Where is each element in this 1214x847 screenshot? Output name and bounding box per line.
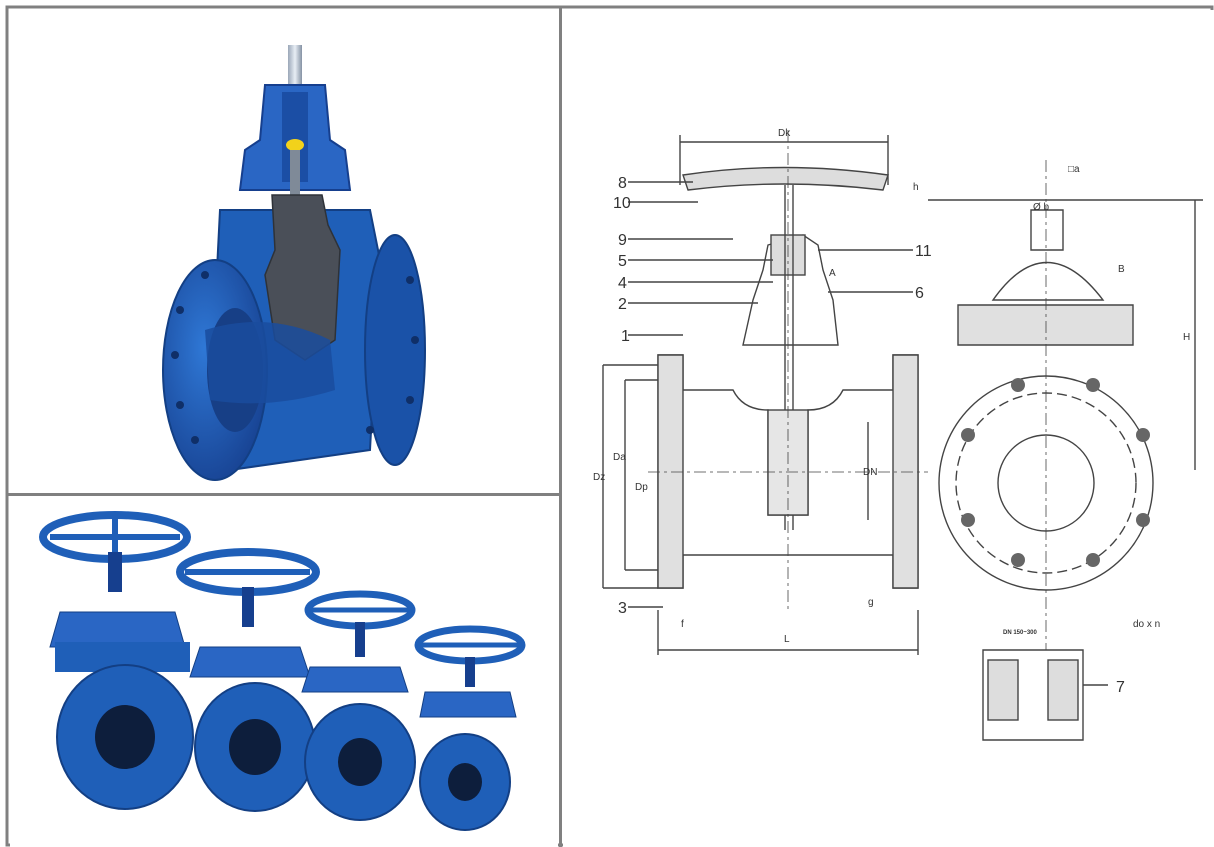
part-number-3: 3 xyxy=(618,600,627,617)
technical-drawing: 8 10 9 5 4 2 1 3 11 6 7 Dk h A B H Dz Da… xyxy=(563,10,1214,847)
dim-a: A xyxy=(829,268,836,279)
dim-b: B xyxy=(1118,264,1125,275)
dim-h-large: H xyxy=(1183,332,1190,343)
gate-valve-section-drawing: 8 10 9 5 4 2 1 3 11 6 7 Dk h A B H Dz Da… xyxy=(593,128,1203,741)
dim-dz: Dz xyxy=(593,472,605,483)
dim-do-x-n: do x n xyxy=(1133,619,1160,630)
dim-stem-dia: Ø b xyxy=(1033,202,1050,213)
dim-f: f xyxy=(681,619,684,630)
part-number-4: 4 xyxy=(618,275,627,292)
cutaway-valve-illustration xyxy=(162,45,426,481)
dim-h-small: h xyxy=(913,182,919,193)
valve-medium xyxy=(176,548,320,812)
valve-smallest xyxy=(414,625,526,831)
valve-lineup-illustration xyxy=(39,511,526,831)
dim-da: Da xyxy=(613,452,626,463)
dim-dp: Dp xyxy=(635,482,648,493)
part-number-10: 10 xyxy=(613,195,631,212)
cutaway-valve-photo xyxy=(10,10,558,492)
part-number-1: 1 xyxy=(621,328,630,345)
part-number-6: 6 xyxy=(915,285,924,302)
valve-small xyxy=(301,590,416,821)
part-number-7: 7 xyxy=(1116,679,1125,696)
dim-square: □a xyxy=(1068,164,1080,175)
dim-dk: Dk xyxy=(778,128,791,139)
dim-l: L xyxy=(784,634,790,645)
detail-note: DN 150~300 xyxy=(1003,630,1038,636)
part-number-5: 5 xyxy=(618,253,627,270)
part-number-2: 2 xyxy=(618,296,627,313)
part-number-8: 8 xyxy=(618,175,627,192)
dim-g: g xyxy=(868,597,874,608)
part-number-11: 11 xyxy=(915,243,932,260)
part-number-9: 9 xyxy=(618,232,627,249)
valve-lineup-photo xyxy=(10,497,558,847)
dim-dn: DN xyxy=(863,467,877,478)
valve-large xyxy=(39,511,194,810)
